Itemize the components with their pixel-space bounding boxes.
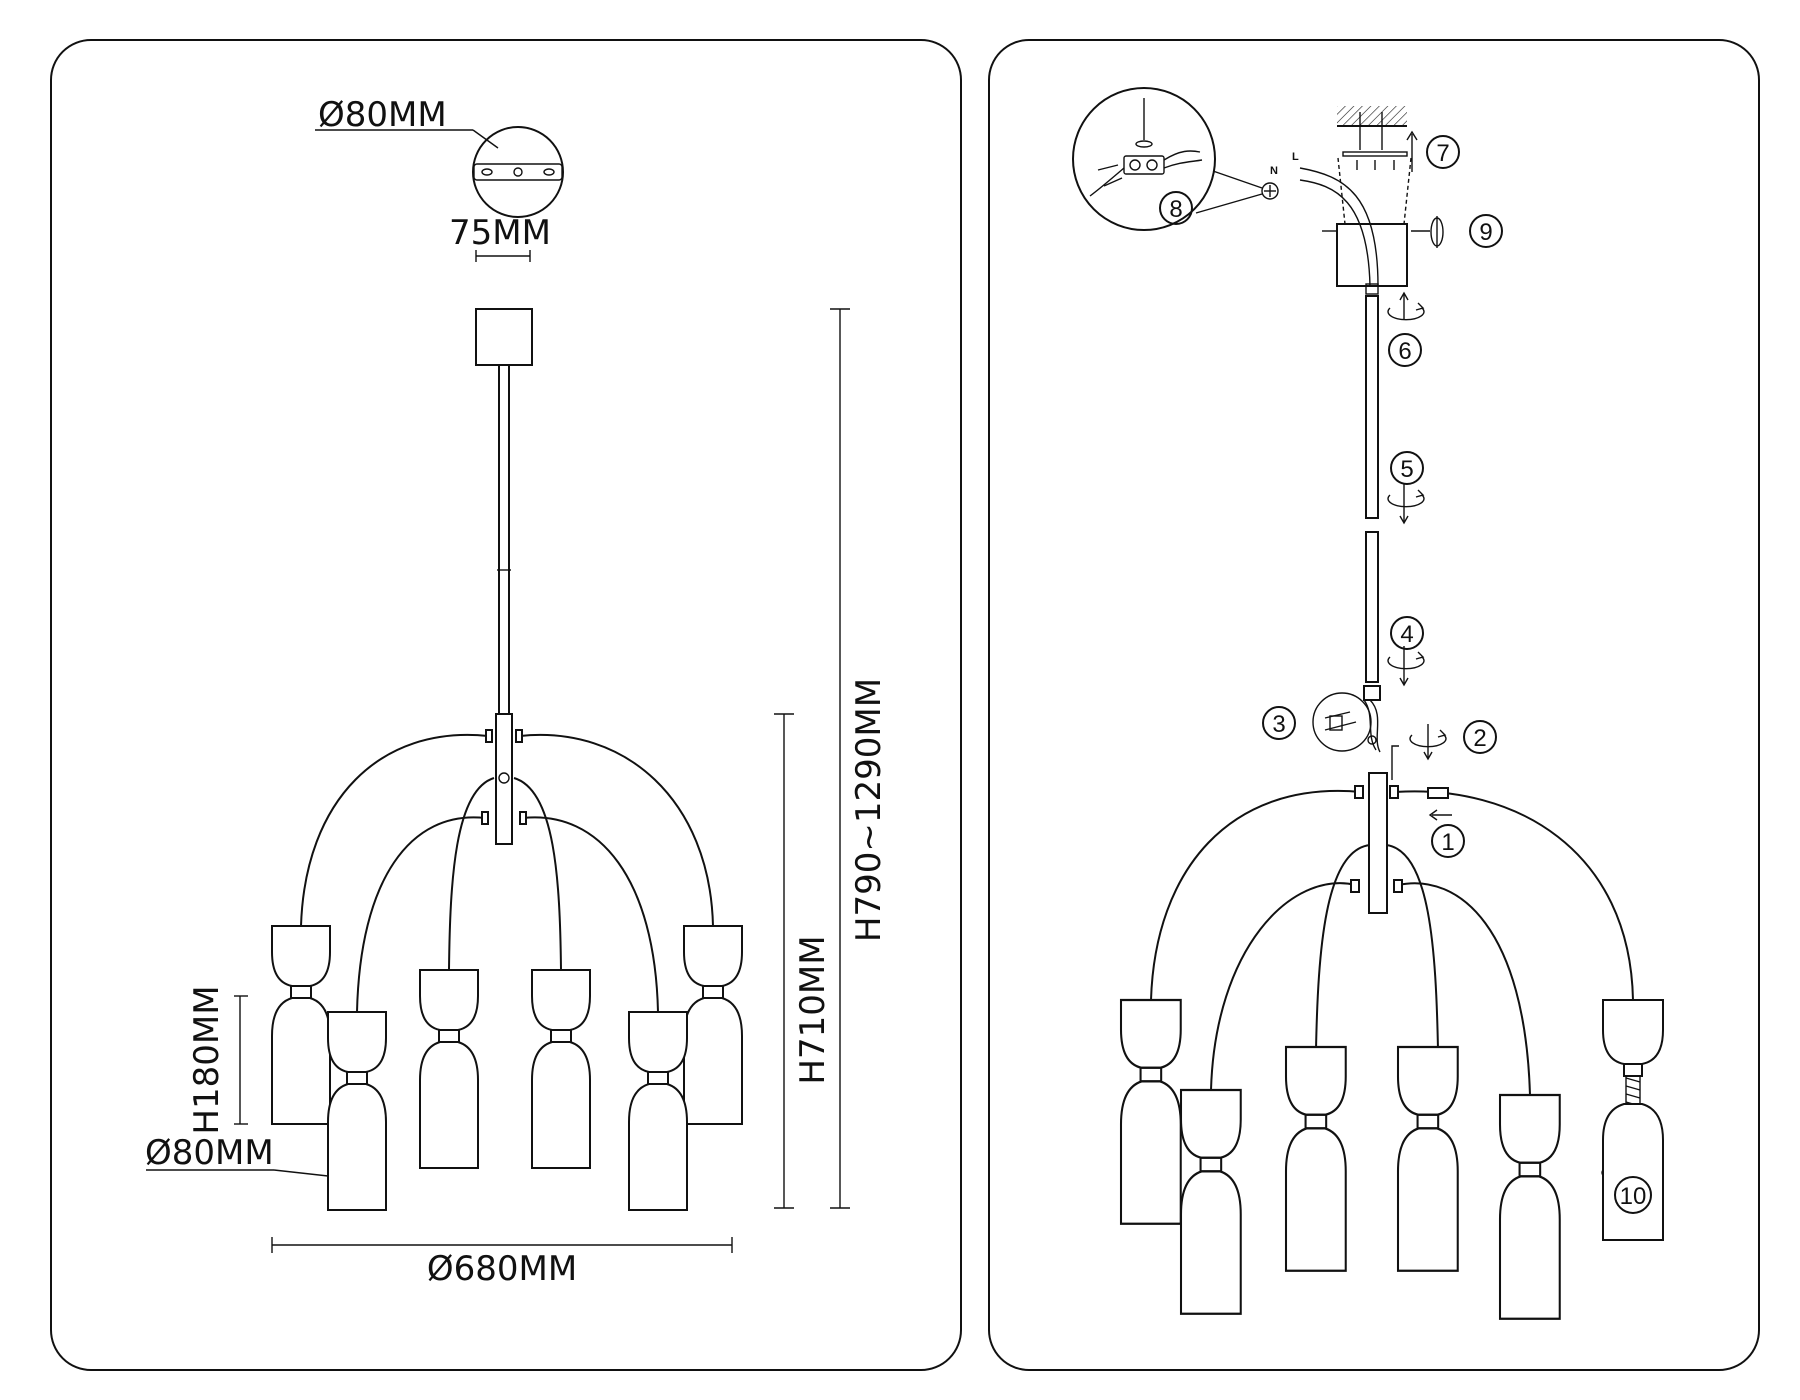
shade-height-label: H180MM: [187, 985, 227, 1134]
step-7-badge: 7: [1436, 140, 1449, 167]
dimension-lines: [146, 308, 850, 1253]
assembly-shade-2: [1179, 1088, 1242, 1315]
step-3-badge: 3: [1272, 711, 1285, 738]
mount-spacing-label: 75MM: [449, 213, 551, 253]
rod-lower: [1365, 531, 1379, 683]
ceiling-canopy: [475, 308, 533, 366]
shade-diameter-label: Ø80MM: [145, 1133, 274, 1173]
step-6-badge: 6: [1398, 338, 1411, 365]
dimension-panel: Ø80MM 75MM: [50, 39, 962, 1371]
rotation-symbols: [1387, 216, 1639, 1190]
body-height-label: H710MM: [793, 935, 833, 1084]
step-1-badge: 1: [1441, 829, 1454, 856]
extension-rods: [1363, 295, 1381, 701]
shade-4: [531, 969, 591, 1169]
canopy-top-view: [315, 126, 564, 262]
assembly-panel: N L: [988, 39, 1760, 1371]
shade-1: [271, 925, 331, 1125]
ceiling-bracket: [1322, 106, 1430, 295]
canopy-diameter-label: Ø80MM: [318, 95, 447, 135]
arms: [300, 733, 714, 1013]
assembly-shade-4: [1396, 1045, 1459, 1272]
step-badges: 1 2 3 4 5 6 7 8 9 10: [1159, 135, 1652, 1214]
span-diameter-label: Ø680MM: [427, 1249, 577, 1289]
step-2-badge: 2: [1473, 725, 1486, 752]
assembly-shade-5: [1498, 1093, 1561, 1320]
assembly-hub: [1368, 772, 1388, 914]
detached-arm-socket: [1427, 787, 1449, 799]
assembly-fixture: [1119, 772, 1664, 1320]
neutral-wire-label: N: [1270, 165, 1278, 177]
live-wire-label: L: [1292, 151, 1299, 163]
shade-2: [327, 1011, 387, 1211]
assembly-panel-frame: [988, 39, 1760, 1371]
central-hub: [495, 713, 513, 845]
chandelier-front-view: [271, 308, 743, 1211]
step-8-badge: 8: [1169, 196, 1182, 223]
terminal-detail-callout: [1072, 87, 1263, 231]
shade-5: [628, 1011, 688, 1211]
assembly-canopy: [1336, 223, 1408, 287]
dimension-panel-frame: [50, 39, 962, 1371]
assembly-shade-1: [1119, 998, 1182, 1225]
shade-3: [419, 969, 479, 1169]
step-9-badge: 9: [1479, 219, 1492, 246]
supply-wires: [1261, 167, 1379, 287]
overall-height-label: H790~1290MM: [849, 678, 889, 942]
shade-6: [683, 925, 743, 1125]
suspension-rod: [498, 364, 510, 721]
step-5-badge: 5: [1400, 456, 1413, 483]
step-4-badge: 4: [1400, 621, 1413, 648]
assembly-shade-3: [1284, 1045, 1347, 1272]
rod-upper: [1365, 295, 1379, 519]
step-10-badge: 10: [1620, 1183, 1647, 1210]
connector-detail-callout: [1312, 692, 1399, 780]
